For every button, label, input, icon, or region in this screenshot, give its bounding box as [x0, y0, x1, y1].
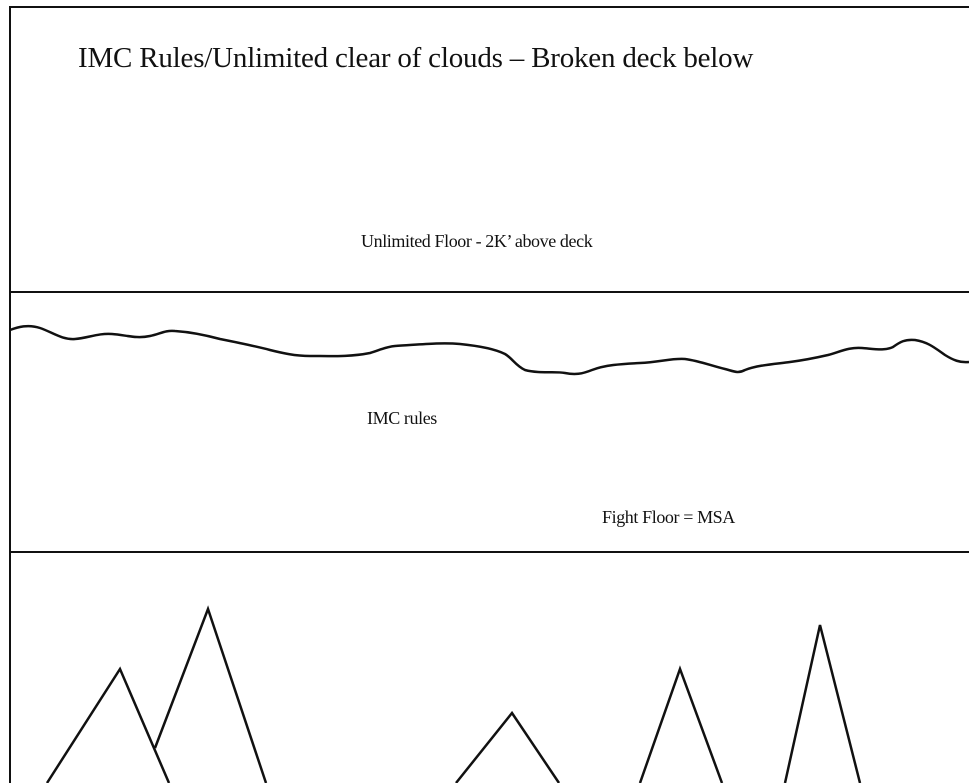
imc-rules-label: IMC rules	[367, 408, 437, 428]
diagram-title: IMC Rules/Unlimited clear of clouds – Br…	[78, 42, 754, 74]
terrain-peak	[45, 666, 171, 783]
terrain-peak	[153, 605, 268, 783]
unlimited-floor-label: Unlimited Floor - 2K’ above deck	[361, 231, 593, 251]
flight-floor-label: Fight Floor = MSA	[602, 507, 735, 527]
cloud-deck-line	[9, 324, 969, 376]
terrain-peak	[638, 665, 724, 783]
diagram-frame	[9, 6, 969, 783]
terrain-peak	[783, 624, 862, 783]
terrain-peak	[455, 710, 561, 783]
